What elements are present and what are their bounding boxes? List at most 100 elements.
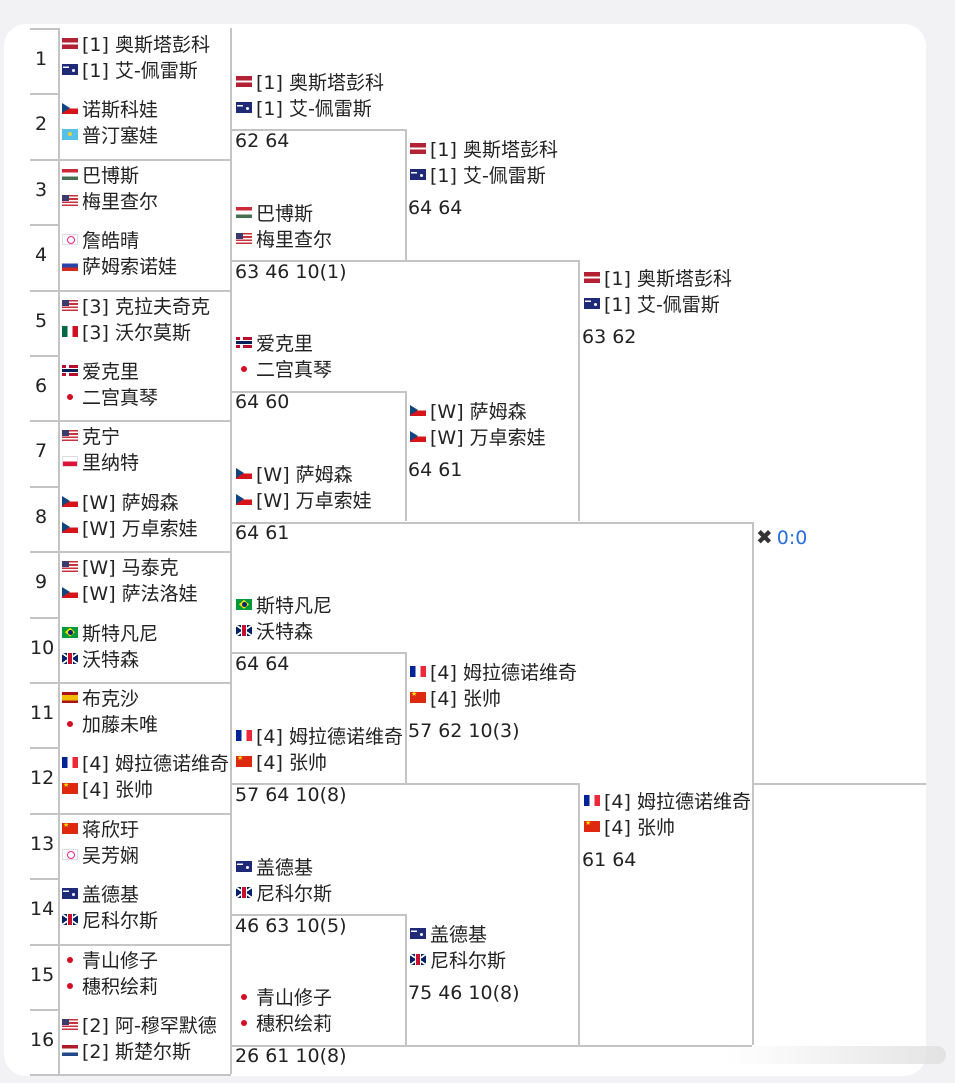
player-row[interactable]: 梅里查尔 (62, 189, 158, 215)
player-row[interactable]: [2] 阿-穆罕默德 (62, 1013, 217, 1039)
player-row[interactable]: 詹皓晴 (62, 228, 139, 254)
player-row[interactable]: 斯特凡尼 (236, 593, 332, 619)
player-name: 萨姆索诺娃 (82, 256, 178, 279)
player-row[interactable]: 斯特凡尼 (62, 621, 158, 647)
player-row[interactable]: [1] 奥斯塔彭科 (236, 70, 384, 96)
player-name: 爱克里 (256, 333, 314, 356)
player-row[interactable]: 巴博斯 (62, 163, 139, 189)
player-row[interactable]: 萨姆索诺娃 (62, 254, 177, 280)
bracket-line (231, 259, 406, 262)
player-row[interactable]: [4] 姆拉德诺维奇 (62, 751, 229, 777)
player-row[interactable]: 青山修子 (62, 948, 158, 974)
player-row[interactable]: [4] 张帅 (584, 815, 675, 841)
player-name: 尼科尔斯 (82, 910, 159, 933)
player-row[interactable]: [3] 沃尔莫斯 (62, 320, 191, 346)
player-name: [4] 姆拉德诺维奇 (430, 662, 577, 685)
player-name: [W] 万卓索娃 (256, 490, 372, 513)
player-row[interactable]: 蒋欣玗 (62, 817, 139, 843)
bracket-line (30, 93, 58, 96)
player-row[interactable]: 二宫真琴 (236, 357, 332, 383)
match-score: 46 63 10(5) (235, 914, 347, 937)
bracket-line (231, 652, 405, 655)
player-row[interactable]: [1] 艾-佩雷斯 (410, 163, 546, 189)
bracket-line (230, 28, 232, 1075)
player-name: [1] 艾-佩雷斯 (604, 293, 720, 316)
flag-usa-icon (62, 430, 78, 442)
player-row[interactable]: 加藤未唯 (62, 712, 158, 738)
player-row[interactable]: [4] 张帅 (410, 686, 501, 712)
player-row[interactable]: [W] 萨法洛娃 (62, 581, 198, 607)
flag-esp-icon (62, 692, 78, 703)
player-row[interactable]: 二宫真琴 (62, 385, 158, 411)
player-row[interactable]: 尼科尔斯 (62, 908, 158, 934)
player-row[interactable]: 青山修子 (236, 985, 332, 1011)
player-row[interactable]: [4] 张帅 (236, 750, 327, 776)
player-name: 穗积绘莉 (256, 1013, 333, 1036)
player-row[interactable]: [1] 奥斯塔彭科 (62, 32, 210, 58)
player-row[interactable]: [1] 奥斯塔彭科 (410, 137, 558, 163)
player-row[interactable]: [W] 万卓索娃 (410, 425, 546, 451)
player-row[interactable]: 尼科尔斯 (410, 948, 506, 974)
player-row[interactable]: 尼科尔斯 (236, 881, 332, 907)
player-row[interactable]: [W] 万卓索娃 (236, 488, 372, 514)
flag-cze-icon (236, 494, 252, 506)
bracket-line (30, 420, 231, 423)
player-row[interactable]: [1] 艾-佩雷斯 (584, 292, 720, 318)
player-name: 盖德基 (256, 856, 314, 879)
player-row[interactable]: 穗积绘莉 (236, 1011, 332, 1037)
player-row[interactable]: 布克沙 (62, 686, 139, 712)
player-name: [W] 萨法洛娃 (82, 583, 198, 606)
player-row[interactable]: 克宁 (62, 424, 120, 450)
match-score: 63 46 10(1) (235, 260, 347, 283)
player-row[interactable]: [W] 万卓索娃 (62, 516, 198, 542)
player-row[interactable]: 盖德基 (410, 922, 487, 948)
flag-tpe-icon (62, 848, 78, 860)
player-row[interactable]: [W] 萨姆森 (410, 399, 527, 425)
final-match[interactable]: ✖0:0 (756, 525, 807, 550)
bracket-line (231, 913, 405, 916)
bracket-line (231, 1044, 406, 1047)
player-row[interactable]: [2] 斯楚尔斯 (62, 1039, 191, 1065)
player-row[interactable]: [4] 姆拉德诺维奇 (410, 660, 577, 686)
bracket-line (30, 355, 58, 357)
bracket-line (231, 129, 405, 132)
player-row[interactable]: 巴博斯 (236, 201, 313, 227)
final-score[interactable]: 0:0 (776, 527, 808, 549)
player-row[interactable]: 诺斯科娃 (62, 97, 158, 123)
player-row[interactable]: [W] 马泰克 (62, 555, 179, 581)
player-row[interactable]: 穗积绘莉 (62, 974, 158, 1000)
flag-fra-icon (236, 729, 252, 741)
player-row[interactable]: 里纳特 (62, 450, 139, 476)
player-row[interactable]: 沃特森 (236, 619, 313, 645)
bracket-line (30, 158, 231, 161)
seed-number: 4 (34, 244, 48, 267)
match-score: 26 61 10(8) (235, 1045, 347, 1068)
flag-cze-icon (236, 468, 252, 480)
seed-number: 5 (34, 309, 48, 332)
player-row[interactable]: [3] 克拉夫奇克 (62, 294, 210, 320)
player-row[interactable]: [4] 姆拉德诺维奇 (236, 724, 403, 750)
player-row[interactable]: 盖德基 (236, 855, 313, 881)
player-row[interactable]: 盖德基 (62, 882, 139, 908)
player-name: 吴芳娴 (82, 844, 140, 867)
player-name: 尼科尔斯 (430, 949, 507, 972)
player-row[interactable]: [1] 艾-佩雷斯 (62, 58, 198, 84)
player-row[interactable]: 吴芳娴 (62, 843, 139, 869)
player-row[interactable]: [4] 张帅 (62, 777, 153, 803)
player-row[interactable]: 爱克里 (236, 331, 313, 357)
flag-cze-icon (410, 430, 426, 442)
player-row[interactable]: 梅里查尔 (236, 227, 332, 253)
player-name: 青山修子 (256, 987, 333, 1010)
player-name: 盖德基 (430, 923, 488, 946)
player-row[interactable]: [1] 艾-佩雷斯 (236, 96, 372, 122)
player-row[interactable]: [1] 奥斯塔彭科 (584, 266, 732, 292)
bracket-line (30, 28, 58, 30)
player-row[interactable]: 沃特森 (62, 647, 139, 673)
player-row[interactable]: 普汀塞娃 (62, 123, 158, 149)
player-row[interactable]: [W] 萨姆森 (62, 490, 179, 516)
player-row[interactable]: [4] 姆拉德诺维奇 (584, 789, 751, 815)
bracket-line (578, 521, 752, 524)
player-row[interactable]: 爱克里 (62, 359, 139, 385)
bracket-line (30, 812, 231, 815)
player-row[interactable]: [W] 萨姆森 (236, 462, 353, 488)
